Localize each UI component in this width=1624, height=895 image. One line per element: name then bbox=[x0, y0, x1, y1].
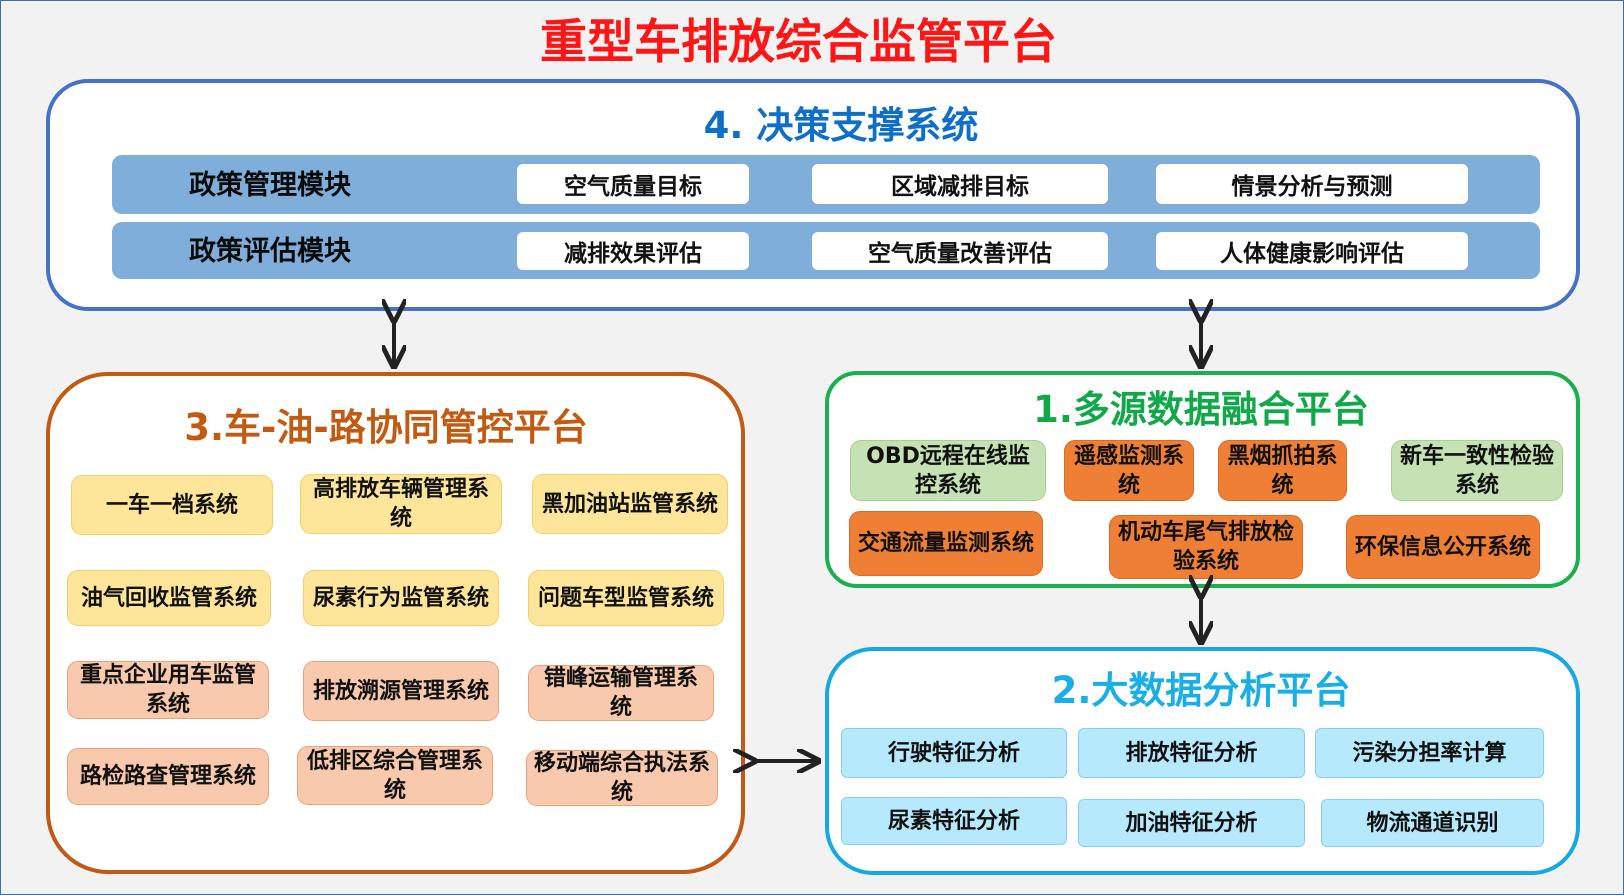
driving-feature-analysis: 行驶特征分析 bbox=[841, 728, 1067, 778]
illegal-gas-station-system: 黑加油站监管系统 bbox=[532, 474, 728, 534]
health-impact-eval: 人体健康影响评估 bbox=[1156, 232, 1468, 270]
vehicle-oil-road-title: 3.车-油-路协同管控平台 bbox=[184, 406, 588, 449]
reduction-effect-eval: 减排效果评估 bbox=[517, 232, 749, 270]
logistics-channel-identification: 物流通道识别 bbox=[1321, 799, 1544, 847]
vehicle-file-system: 一车一档系统 bbox=[71, 475, 273, 535]
obd-monitoring-system: OBD远程在线监控系统 bbox=[850, 440, 1046, 501]
env-info-disclosure-system: 环保信息公开系统 bbox=[1346, 515, 1540, 579]
new-vehicle-conformity-system: 新车一致性检验系统 bbox=[1391, 440, 1563, 501]
key-enterprise-vehicle-system: 重点企业用车监管系统 bbox=[67, 661, 269, 719]
urea-feature-analysis: 尿素特征分析 bbox=[841, 797, 1067, 845]
diagram-title: 重型车排放综合监管平台 bbox=[540, 15, 1057, 70]
pollution-share-calculation: 污染分担率计算 bbox=[1315, 728, 1544, 778]
remote-sensing-system: 遥感监测系统 bbox=[1064, 440, 1194, 501]
scenario-analysis-forecast: 情景分析与预测 bbox=[1156, 164, 1468, 204]
high-emission-vehicle-system: 高排放车辆管理系统 bbox=[300, 474, 502, 534]
refueling-feature-analysis: 加油特征分析 bbox=[1078, 799, 1305, 847]
low-emission-zone-system: 低排区综合管理系统 bbox=[297, 746, 493, 805]
regional-reduction-target: 区域减排目标 bbox=[812, 164, 1108, 204]
emission-feature-analysis: 排放特征分析 bbox=[1078, 728, 1305, 778]
emission-source-tracing-system: 排放溯源管理系统 bbox=[303, 661, 499, 721]
roadside-inspection-system: 路检路查管理系统 bbox=[67, 748, 269, 805]
multisource-title: 1.多源数据融合平台 bbox=[1033, 388, 1369, 431]
urea-behavior-system: 尿素行为监管系统 bbox=[303, 570, 499, 626]
vapor-recovery-system: 油气回收监管系统 bbox=[67, 570, 271, 626]
black-smoke-capture-system: 黑烟抓拍系统 bbox=[1218, 440, 1347, 501]
mobile-enforcement-system: 移动端综合执法系统 bbox=[526, 750, 718, 806]
policy-management-label: 政策管理模块 bbox=[189, 170, 351, 201]
air-quality-target: 空气质量目标 bbox=[517, 164, 749, 204]
off-peak-transport-system: 错峰运输管理系统 bbox=[528, 665, 714, 721]
traffic-flow-monitoring-system: 交通流量监测系统 bbox=[849, 511, 1043, 576]
decision-support-title: 4. 决策支撑系统 bbox=[703, 104, 979, 147]
problem-model-system: 问题车型监管系统 bbox=[528, 570, 724, 626]
policy-evaluation-label: 政策评估模块 bbox=[189, 236, 351, 267]
air-quality-improvement-eval: 空气质量改善评估 bbox=[812, 232, 1108, 270]
bigdata-title: 2.大数据分析平台 bbox=[1051, 669, 1351, 712]
